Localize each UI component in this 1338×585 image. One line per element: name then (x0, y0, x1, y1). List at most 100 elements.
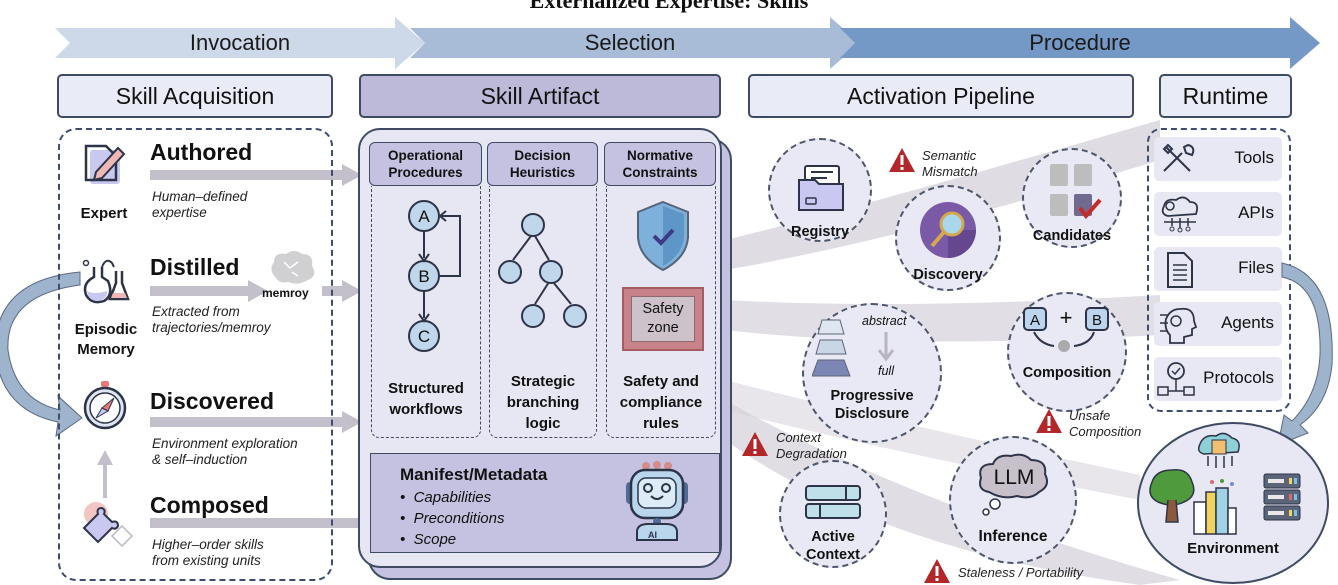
phase-arrow-procedure (840, 17, 1320, 69)
subcol-normative-caption: Safety and compliance rules (606, 371, 716, 434)
caption-line2: compliance (619, 394, 703, 411)
label-line2: Disclosure (834, 406, 910, 422)
method-composed-desc-2: from existing units (152, 553, 261, 568)
cloud-api-icon (1161, 196, 1199, 233)
method-authored-title: Authored (150, 139, 253, 165)
subcol-decision-caption: Strategic branching logic (489, 371, 597, 434)
arrow-memroy (322, 280, 362, 302)
safety-zone-label: Safety zone (631, 296, 695, 342)
runtime-label: APIs (1238, 203, 1274, 222)
phase-arrow-invocation (55, 17, 425, 69)
caption-line3: rules (643, 415, 679, 432)
manifest-item: • Capabilities (400, 489, 492, 506)
abstract-label: abstract (862, 314, 907, 328)
llm-cloud-icon: LLM (979, 453, 1048, 516)
method-discovered-desc-2: & self–induction (152, 452, 248, 467)
method-distilled-desc-2: trajectories/memroy (152, 320, 271, 335)
city-buildings-icon (1193, 479, 1237, 535)
method-distilled-title: Distilled (150, 254, 240, 280)
phase-arrows (55, 17, 1320, 69)
subcol-head-line2: Heuristics (509, 165, 576, 180)
environment-label: Environment (1187, 540, 1279, 557)
runtime-item-tools: Tools (1154, 137, 1282, 181)
subcol-head-line1: Decision (514, 148, 571, 163)
subcol-head-line1: Operational (387, 148, 463, 163)
warning-line1: Semantic (922, 148, 977, 163)
warning-icon (889, 148, 915, 172)
manifest-item: • Scope (400, 531, 457, 548)
label-line2: Context (806, 547, 860, 563)
full-label: full (878, 364, 894, 378)
subcol-operational-caption: Structured workflows (371, 378, 481, 420)
caption-line2: branching (506, 394, 580, 411)
warning-icon (1036, 409, 1062, 433)
warning-line1: Context (776, 430, 821, 445)
decision-tree-icon (498, 213, 587, 328)
active-context-label: Active Context (779, 528, 887, 564)
curved-arrow-files-to-environment (1277, 262, 1333, 446)
protocol-icon (1157, 362, 1195, 396)
tools-icon (1162, 143, 1195, 172)
subcol-head-line2: Procedures (388, 165, 463, 180)
registry-label: Registry (790, 224, 850, 240)
subcol-head-line1: Normative (626, 148, 694, 163)
context-bars-icon (805, 485, 861, 519)
subcol-normative-constraints-body (606, 186, 716, 438)
arrow-distilled (150, 280, 268, 302)
method-composed-desc-1: Higher–order skills (152, 537, 264, 552)
composition-label: Composition (1022, 365, 1112, 381)
ai-robot-icon: AI (626, 461, 688, 541)
brain-icon (271, 251, 315, 284)
phase-arrow-selection (410, 17, 860, 69)
runtime-label: Files (1238, 258, 1274, 277)
method-discovered-title: Discovered (150, 388, 275, 414)
runtime-item-agents: Agents (1154, 302, 1282, 346)
phase-label-invocation: Invocation (189, 30, 291, 55)
file-icon (1167, 252, 1193, 288)
comp-plus: + (1060, 305, 1073, 330)
memroy-label: memroy (262, 286, 309, 300)
robot-badge: AI (648, 530, 657, 540)
manifest-item-text: Preconditions (413, 510, 505, 527)
method-distilled-desc-1: Extracted from (152, 304, 240, 319)
progressive-disclosure-label: Progressive Disclosure (802, 387, 942, 423)
manifest-title: Manifest/Metadata (400, 465, 548, 484)
expert-pencil-icon (84, 144, 126, 184)
header-skill-acquisition: Skill Acquisition (57, 74, 333, 118)
arrow-discovered (150, 411, 362, 433)
subcol-head-line2: Constraints (622, 165, 698, 180)
runtime-label: Agents (1221, 313, 1274, 332)
puzzle-icon (82, 502, 134, 548)
runtime-item-apis: APIs (1154, 192, 1282, 236)
header-activation-pipeline: Activation Pipeline (748, 74, 1134, 118)
caption-line3: logic (525, 415, 561, 432)
method-discovered-desc-1: Environment exploration (152, 436, 298, 451)
discovery-label: Discovery (913, 267, 983, 283)
warning-line2: Degradation (776, 446, 847, 461)
manifest-item-text: Capabilities (413, 489, 492, 506)
candidates-node (1022, 148, 1122, 248)
composition-icon: A + B (1023, 305, 1109, 352)
caption-line1: Safety and (623, 373, 699, 390)
warning-line2: Composition (1069, 424, 1142, 439)
inference-label: Inference (978, 528, 1048, 545)
subcol-normative-constraints-head: Normative Constraints (604, 142, 716, 186)
method-authored-desc-1: Human–defined (152, 189, 248, 204)
subcol-decision-heuristics-head: Decision Heuristics (487, 142, 598, 186)
subcol-operational-procedures-head: Operational Procedures (369, 142, 482, 186)
diagram-title: Externalized Expertise: Skills (529, 0, 809, 13)
compass-icon (83, 381, 127, 430)
acquisition-container (58, 128, 333, 581)
agent-head-icon (1160, 307, 1198, 344)
magnifier-icon (920, 202, 976, 258)
warning-line2: Mismatch (922, 164, 978, 179)
label-line1: Active (811, 529, 855, 545)
node-a: A (418, 207, 430, 226)
phase-label-selection: Selection (584, 30, 676, 55)
caption-line1: Strategic (510, 373, 576, 390)
method-composed-title: Composed (150, 492, 269, 518)
warning-icon (924, 559, 950, 583)
workflow-graph-icon: A B C (408, 200, 461, 352)
